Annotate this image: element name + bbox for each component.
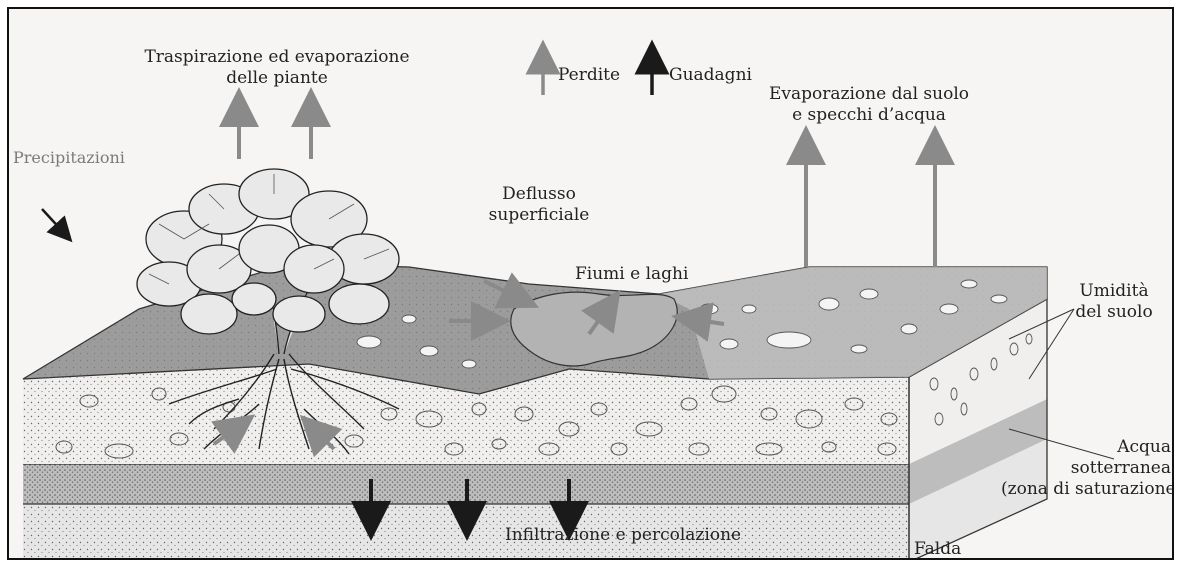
diagram-frame: Traspirazione ed evaporazione delle pian… — [7, 7, 1174, 560]
legend-loss-label: Perdite — [558, 65, 620, 86]
precipitation-label: Precipitazioni — [13, 147, 125, 168]
water-table-label: Falda — [914, 539, 961, 560]
soil-evaporation-label: Evaporazione dal suolo e specchi d’acqua — [769, 84, 969, 126]
rivers-lakes-label: Fiumi e laghi — [575, 264, 688, 285]
runoff-label-line2: superficiale — [479, 205, 599, 226]
infiltration-label: Infiltrazione e percolazione — [505, 525, 741, 546]
soil-evaporation-label-line1: Evaporazione dal suolo — [769, 84, 969, 105]
soil-moisture-label-line2: del suolo — [1064, 302, 1164, 323]
transpiration-label: Traspirazione ed evaporazione delle pian… — [137, 47, 417, 89]
runoff-label: Deflusso superficiale — [479, 184, 599, 226]
soil-evaporation-label-line2: e specchi d’acqua — [769, 105, 969, 126]
soil-moisture-label-line1: Umidità — [1064, 281, 1164, 302]
transpiration-label-line2: delle piante — [137, 68, 417, 89]
legend-gain-label: Guadagni — [669, 65, 752, 86]
soil-moisture-label: Umidità del suolo — [1064, 281, 1164, 323]
runoff-label-line1: Deflusso — [479, 184, 599, 205]
groundwater-label-line1: Acqua — [1001, 437, 1171, 458]
groundwater-label-line3: (zona di saturazione) — [1001, 479, 1171, 500]
groundwater-label: Acqua sotterranea (zona di saturazione) — [1001, 437, 1171, 500]
groundwater-label-line2: sotterranea — [1001, 458, 1171, 479]
precipitation-arrow — [42, 209, 64, 233]
transpiration-label-line1: Traspirazione ed evaporazione — [137, 47, 417, 68]
